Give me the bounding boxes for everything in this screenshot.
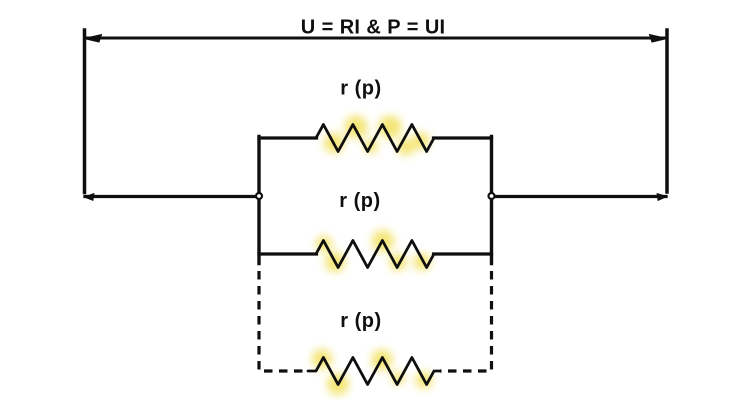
wire-end-tick-right [656,192,669,202]
resistor-zigzag-2 [314,239,436,269]
bus-left-dashed [257,271,309,373]
junction-node-left [254,191,264,201]
junction-node-right [487,191,496,201]
resistor-zigzag-1 [314,123,436,153]
formula-title: U = RI & P = UI [301,17,446,39]
resistor-label-2: r (p) [339,190,380,212]
resistor-label-3: r (p) [340,310,381,332]
ink: r (p) r (p) r (p) U = RI & P = UI [82,17,669,386]
bus-right-dashed [440,271,494,373]
highlight-blob [378,115,402,139]
highlight-blob [344,115,368,139]
wire-end-tick-left [82,192,95,202]
resistor-zigzag-3 [306,356,442,386]
resistor-branch-3: r (p) [257,271,494,386]
highlight-blob [413,253,431,271]
dimension-annotation [83,33,668,43]
resistor-branch-2: r (p) [257,190,494,269]
arrowhead-right-icon [648,33,668,43]
resistor-branch-1: r (p) [257,78,494,153]
resistor-label-1: r (p) [340,78,381,100]
arrowhead-left-icon [83,33,103,43]
